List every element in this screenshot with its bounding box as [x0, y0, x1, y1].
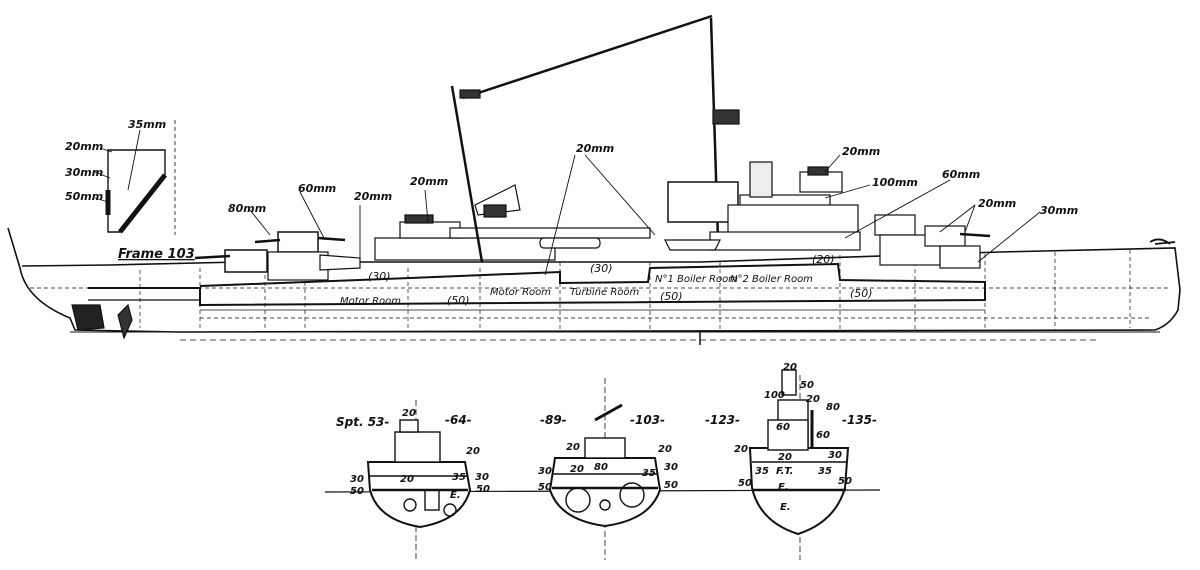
- propeller: [117, 303, 133, 340]
- s1-v30a: 30: [350, 474, 364, 485]
- s2-title2: -103-: [630, 413, 665, 427]
- armor-20mm-aft: 20mm: [978, 197, 1016, 210]
- s3-v50b: 50: [738, 478, 752, 489]
- room-boiler-2: N°2 Boiler Room: [730, 274, 813, 285]
- fore-mast: [450, 85, 484, 263]
- s1-v50b: 50: [476, 484, 490, 495]
- s3-v20a: 20: [783, 362, 797, 373]
- armor-80mm-turret: 80mm: [228, 202, 266, 215]
- room-labels: Motor Room Motor Room Turbine Room N°1 B…: [340, 274, 813, 307]
- s1-v30b: 30: [475, 472, 489, 483]
- armor-100mm: 100mm: [872, 176, 918, 189]
- frame-inset: [105, 120, 176, 235]
- s2-v50b: 50: [664, 480, 678, 491]
- section-53-64-labels: Spt. 53- -64- 20 20 20 35 30 30 50 50 E.: [336, 408, 490, 501]
- s2-v80: 80: [594, 462, 608, 473]
- armor-60mm-turret: 60mm: [298, 182, 336, 195]
- s3-title: -123-: [705, 413, 740, 427]
- deck-50-motor: (50): [447, 294, 470, 307]
- crane-boom: [462, 14, 713, 100]
- room-turbine: Turbine Room: [570, 287, 640, 298]
- deck-50-boiler: (50): [660, 290, 683, 303]
- fwd-director: [474, 184, 521, 218]
- section-123-135-labels: -123- -135- 20 50 100 20 80 60 60 20 20 …: [705, 362, 877, 513]
- s3-v60b: 60: [816, 430, 830, 441]
- s1-v35: 35: [452, 472, 466, 483]
- frame-103-label: Frame 103: [118, 247, 195, 262]
- s3-v80: 80: [826, 402, 840, 413]
- s2-v30b: 30: [664, 462, 678, 473]
- s2-v35: 35: [642, 468, 656, 479]
- s3-vE2: E.: [780, 502, 791, 513]
- s1-title2: -64-: [445, 413, 472, 427]
- section-123-135: [748, 369, 850, 560]
- deck-values: (30) (50) (30) (50) (20) (50): [368, 253, 873, 307]
- s3-v35a: 35: [755, 466, 769, 477]
- s1-v20a: 20: [402, 408, 416, 419]
- armor-30mm-inset: 30mm: [65, 166, 103, 179]
- s2-v30a: 30: [538, 466, 552, 477]
- anchor: [1149, 238, 1176, 245]
- leader-lines: [94, 129, 1041, 345]
- s3-v50a: 50: [800, 380, 814, 391]
- s1-v50a: 50: [350, 486, 364, 497]
- armor-20mm-aft-turret: 20mm: [842, 145, 880, 158]
- s3-v20d: 20: [778, 452, 792, 463]
- armor-20mm-deck: 20mm: [354, 190, 392, 203]
- s2-v20a: 20: [566, 442, 580, 453]
- section-89-103-labels: -89- -103- 20 20 20 80 35 30 30 50 50: [538, 413, 678, 493]
- s1-v20b: 20: [466, 446, 480, 457]
- armor-20mm-forward-super: 20mm: [410, 175, 448, 188]
- s3-title2: -135-: [842, 413, 877, 427]
- s3-v50c: 50: [838, 476, 852, 487]
- bridge: [664, 161, 861, 251]
- room-motor-2: Motor Room: [490, 287, 551, 298]
- s3-vE1: E.: [778, 482, 789, 493]
- room-motor-1: Motor Room: [340, 296, 401, 307]
- deck-20-aft: (20): [812, 253, 835, 266]
- s3-v20c: 20: [734, 444, 748, 455]
- armor-35mm-inset: 35mm: [128, 118, 166, 131]
- hull-outline: [7, 227, 1181, 333]
- superstructure-aft: [874, 214, 991, 269]
- turret-a: [194, 231, 361, 281]
- s1-v20c: 20: [400, 474, 414, 485]
- frame-lines: [30, 250, 1170, 330]
- crane-head: [459, 89, 481, 99]
- s3-v100: 100: [764, 390, 785, 401]
- rudder: [71, 304, 105, 331]
- s3-v60a: 60: [776, 422, 790, 433]
- armor-20mm-center: 20mm: [576, 142, 614, 155]
- deck-50-aft: (50): [850, 287, 873, 300]
- s2-v20b: 20: [658, 444, 672, 455]
- deck-30-forward: (30): [368, 270, 391, 283]
- s2-title: -89-: [540, 413, 567, 427]
- s1-vE: E.: [450, 490, 461, 501]
- armor-60mm-aft: 60mm: [942, 168, 980, 181]
- s3-v35b: 35: [818, 466, 832, 477]
- superstructure-fwd: [374, 214, 651, 261]
- room-boiler-1: N°1 Boiler Room: [655, 274, 738, 285]
- profile-armor-labels: 20mm 35mm 30mm 50mm 80mm 60mm 20mm 20mm …: [65, 118, 1078, 217]
- s3-v20b: 20: [806, 394, 820, 405]
- deck-30-center: (30): [590, 262, 613, 275]
- ship-profile: [7, 14, 1181, 345]
- s1-title: Spt. 53-: [336, 415, 389, 429]
- s3-vFT: F.T.: [776, 466, 793, 477]
- armor-30mm-stern: 30mm: [1040, 204, 1078, 217]
- section-89-103: [548, 378, 662, 560]
- section-53-64: [366, 400, 472, 560]
- s2-v20c: 20: [570, 464, 584, 475]
- armor-50mm-inset: 50mm: [65, 190, 103, 203]
- mast-platform: [712, 109, 740, 125]
- s2-v50a: 50: [538, 482, 552, 493]
- armor-20mm-inset-top: 20mm: [65, 140, 103, 153]
- s3-v30: 30: [828, 450, 842, 461]
